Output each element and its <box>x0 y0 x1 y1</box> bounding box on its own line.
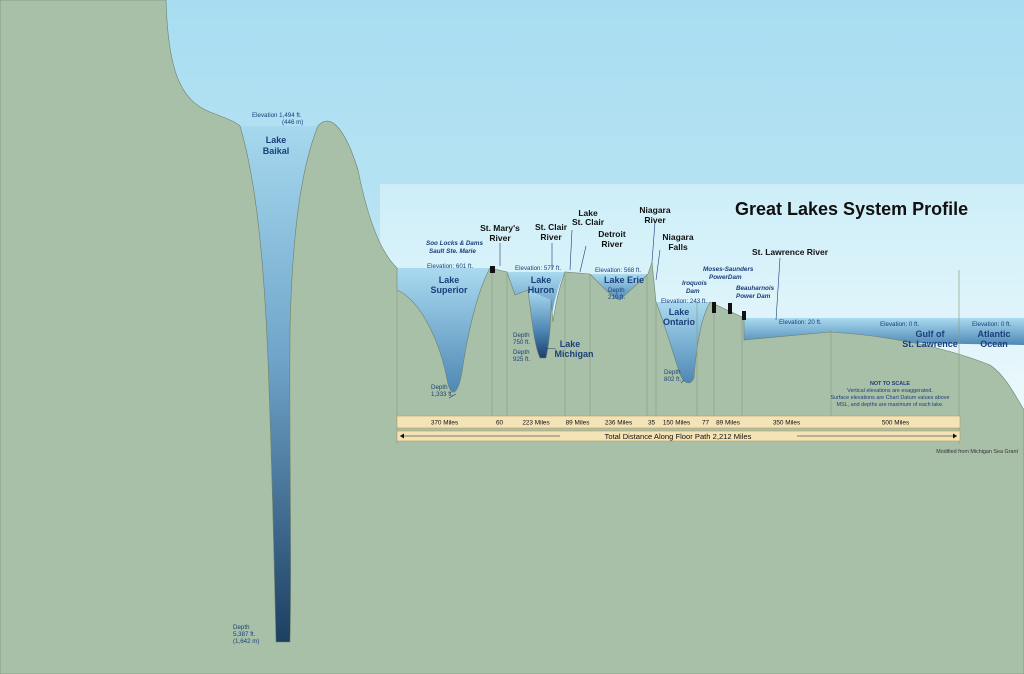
st-marys-river-label-2: River <box>489 233 511 243</box>
ontario-label-2: Ontario <box>663 317 696 327</box>
credit-text: Modified from Michigan Sea Grant <box>936 449 1018 455</box>
niagara-river-label-2: River <box>644 215 666 225</box>
michigan-label-2: Michigan <box>554 349 593 359</box>
lake-superior-water <box>397 268 490 393</box>
superior-label-1: Lake <box>439 275 460 285</box>
lake-michigan-water <box>528 290 551 358</box>
huron-depth-2: 750 ft. <box>513 339 530 346</box>
detroit-river-label-2: River <box>601 239 623 249</box>
st-clair-river-label-2: River <box>540 232 562 242</box>
gulf-elevation: Elevation: 0 ft. <box>880 321 919 328</box>
superior-depth-2: 1,333 ft. <box>431 391 454 398</box>
superior-depth-1: Depth <box>431 384 448 391</box>
soo-locks-label-1: Soo Locks & Dams <box>426 240 484 247</box>
ontario-depth-2: 802 ft. <box>664 376 681 383</box>
lake-st-clair-label-1: Lake <box>578 208 598 218</box>
st-lawrence-elevation: Elevation: 20 ft. <box>779 319 822 326</box>
lake-ontario-water <box>656 302 710 383</box>
st-marys-river-label-1: St. Mary's <box>480 223 520 233</box>
gulf-label-1: Gulf of <box>916 329 946 339</box>
distance-segment-label: 500 Miles <box>882 420 909 427</box>
atlantic-label-1: Atlantic <box>977 329 1010 339</box>
st-lawrence-river-label: St. Lawrence River <box>752 247 829 257</box>
baikal-elevation-2: (446 m) <box>282 119 303 126</box>
distance-segment-label: 150 Miles <box>663 420 690 427</box>
distance-segment-label: 350 Miles <box>773 420 800 427</box>
iroquois-dam-label-1: Iroquois <box>682 280 707 287</box>
baikal-label-2: Baikal <box>263 146 290 156</box>
lake-erie-water <box>590 274 648 300</box>
moses-saunders-label-1: Moses-Saunders <box>703 266 754 273</box>
scale-note-1: NOT TO SCALE <box>870 381 910 387</box>
distance-segment-label: 35 <box>648 420 656 427</box>
scale-note-2: Vertical elevations are exaggerated. <box>847 388 933 394</box>
diagram-title: Great Lakes System Profile <box>735 199 968 219</box>
distance-bar: 370 Miles 60 223 Miles 89 Miles 236 Miles 35 1… <box>396 415 961 442</box>
erie-label: Lake Erie <box>604 275 644 285</box>
st-clair-river-label-1: St. Clair <box>535 222 568 232</box>
superior-label-2: Superior <box>430 285 468 295</box>
baikal-label-1: Lake <box>266 135 287 145</box>
erie-depth-1: Depth <box>608 287 625 294</box>
beauharnois-dam-marker <box>742 311 746 320</box>
huron-label-1: Lake <box>531 275 552 285</box>
moses-saunders-label-2: PowerDam <box>709 274 742 281</box>
baikal-depth-3: (1,642 m) <box>233 638 259 645</box>
scale-note-4: MSL, and depths are maximum of each lake… <box>837 402 944 408</box>
ontario-elevation: Elevation: 243 ft. <box>661 298 707 305</box>
niagara-falls-label-2: Falls <box>668 242 688 252</box>
moses-saunders-dam-marker <box>728 303 732 314</box>
distance-segment-label: 89 Miles <box>566 420 590 427</box>
section-guide-lines <box>396 268 960 444</box>
detroit-river-label-1: Detroit <box>598 229 626 239</box>
leader-lines <box>448 221 781 399</box>
erie-depth-2: 210 ft. <box>608 294 625 301</box>
soo-locks-marker <box>490 266 495 273</box>
ontario-depth-1: Depth <box>664 369 681 376</box>
erie-elevation: Elevation: 568 ft. <box>595 267 641 274</box>
distance-segment-label: 223 Miles <box>522 420 549 427</box>
beauharnois-label-1: Beauharnois <box>736 285 775 292</box>
huron-label-2: Huron <box>528 285 555 295</box>
distance-segment-label: 236 Miles <box>605 420 632 427</box>
baikal-elevation-1: Elevation 1,494 ft. <box>252 112 302 119</box>
beauharnois-label-2: Power Dam <box>736 293 771 300</box>
michigan-depth-1: Depth <box>513 349 530 356</box>
atlantic-label-2: Ocean <box>980 339 1008 349</box>
atlantic-elevation: Elevation: 0 ft. <box>972 321 1011 328</box>
huron-depth-1: Depth <box>513 332 530 339</box>
total-distance-label: Total Distance Along Floor Path 2,212 Mi… <box>605 432 752 441</box>
michigan-label-1: Lake <box>560 339 581 349</box>
lake-st-clair-label-2: St. Clair <box>572 217 605 227</box>
gulf-label-2: St. Lawrence <box>902 339 958 349</box>
michigan-depth-2: 925 ft. <box>513 356 530 363</box>
distance-segment-label: 77 <box>702 420 710 427</box>
distance-segment-label: 60 <box>496 420 504 427</box>
ontario-label-1: Lake <box>669 307 690 317</box>
superior-elevation: Elevation: 601 ft. <box>427 263 473 270</box>
niagara-river-label-1: Niagara <box>639 205 670 215</box>
distance-segment-label: 89 Miles <box>716 420 740 427</box>
distance-segment-label: 370 Miles <box>431 420 458 427</box>
baikal-depth-2: 5,387 ft. <box>233 631 256 638</box>
huron-elevation: Elevation: 577 ft. <box>515 265 561 272</box>
baikal-depth-1: Depth <box>233 624 250 631</box>
soo-locks-label-2: Sault Ste. Marie <box>429 248 476 255</box>
iroquois-dam-label-2: Dam <box>686 288 700 295</box>
iroquois-dam-marker <box>712 302 716 313</box>
niagara-falls-label-1: Niagara <box>662 232 693 242</box>
scale-note-3: Surface elevations are Chart Datum value… <box>831 395 950 401</box>
lake-baikal-water <box>240 126 318 642</box>
